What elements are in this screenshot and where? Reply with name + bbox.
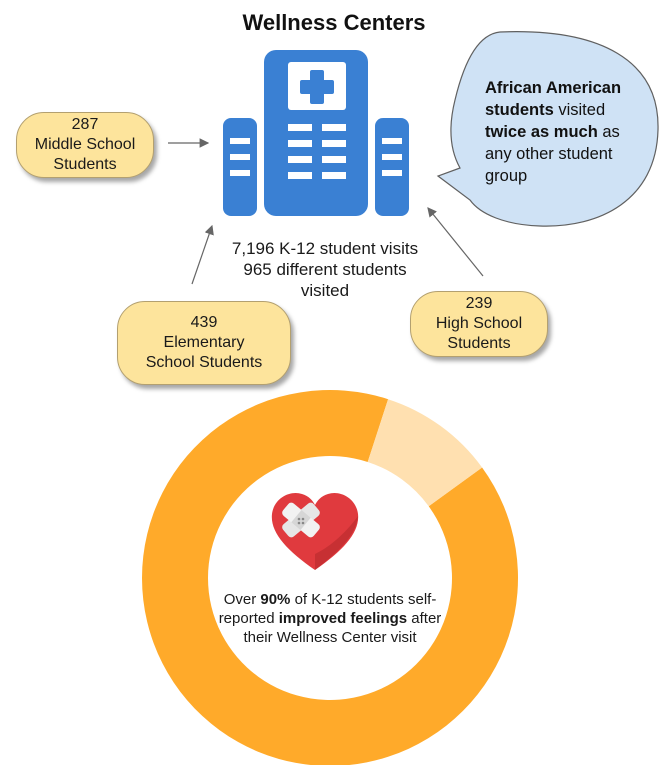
- elementary-school-line2: School Students: [145, 354, 263, 371]
- donut-text-bold-1: 90%: [260, 591, 291, 608]
- bubble-text-5: as any other student group: [485, 123, 620, 185]
- bubble-bold-4: twice as much: [485, 123, 598, 141]
- donut-caption: Over 90% of K-12 students self-reported …: [212, 590, 448, 647]
- middle-school-line1: Middle School: [34, 136, 136, 153]
- high-school-count: 239: [465, 295, 493, 312]
- donut-text-suffix: after their Wellness Center visit: [243, 610, 442, 646]
- middle-school-count: 287: [71, 116, 99, 133]
- middle-school-line2: Students: [53, 156, 117, 173]
- donut-text-mid: of K-12 students self-reported: [218, 591, 437, 627]
- high-school-line1: High School: [435, 315, 523, 332]
- donut-text-bold-2: improved feelings: [278, 610, 408, 627]
- bubble-text-3: visited: [553, 101, 606, 119]
- page-title: Wellness Centers: [242, 10, 426, 35]
- high-school-pill: 239 High School Students: [410, 291, 548, 357]
- high-school-line2: Students: [447, 335, 511, 352]
- hospital-building-icon: [223, 50, 409, 216]
- middle-school-pill: 287 Middle School Students: [16, 112, 154, 178]
- bubble-text: African American students visited twice …: [485, 77, 635, 187]
- arrow-high: [427, 207, 484, 277]
- elementary-school-count: 439: [190, 314, 218, 331]
- elementary-school-line1: Elementary: [163, 334, 245, 351]
- total-visits: 7,196 K-12 student visits: [231, 239, 419, 258]
- elementary-school-pill: 439 Elementary School Students: [117, 301, 291, 385]
- bubble-bold-2: students: [485, 101, 554, 119]
- bubble-bold-1: African American: [485, 79, 622, 97]
- different-students-line1: 965 different students: [243, 260, 407, 279]
- donut-text-prefix: Over: [223, 591, 261, 608]
- different-students-line2: visited: [300, 281, 350, 300]
- arrow-elementary: [191, 224, 214, 285]
- donut-remaining-segment: [367, 399, 483, 507]
- donut-filled-segment: [142, 390, 518, 765]
- bandaged-heart-icon: [271, 492, 359, 570]
- visit-stats: 7,196 K-12 student visits 965 different …: [205, 238, 445, 301]
